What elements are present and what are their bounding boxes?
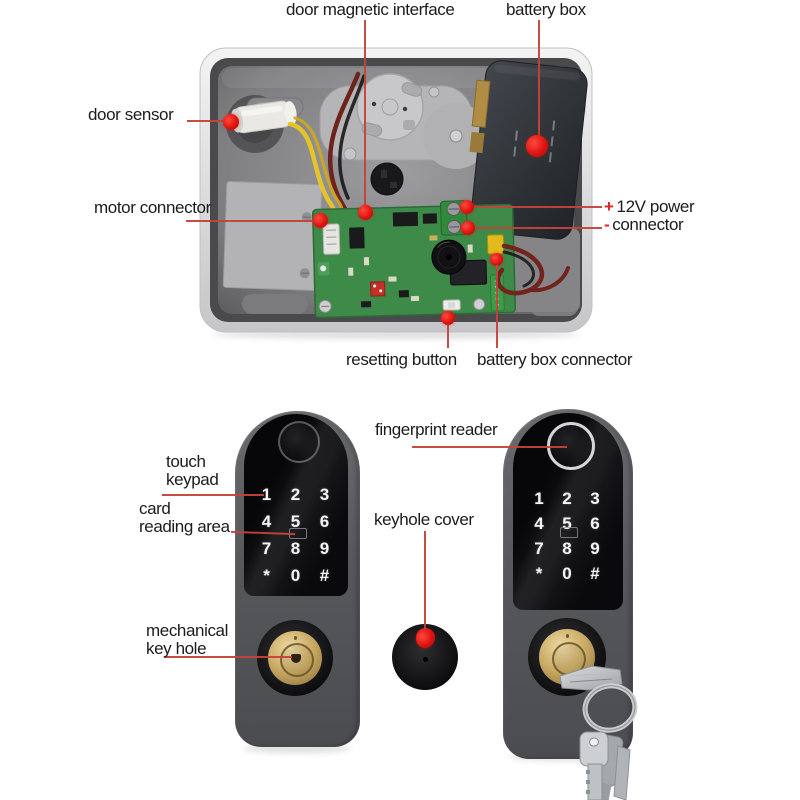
keypad-key: 9 [319, 538, 330, 558]
keypad-key: 1 [261, 484, 272, 504]
label-battery-box-connector: battery box connector [477, 350, 633, 369]
lock-front-panel-left: 1 2 3 4 5 6 7 8 9 * 0 # [235, 411, 360, 747]
motor-bracket-plate [222, 180, 323, 292]
touch-keypad-line2: keypad [166, 470, 219, 489]
keypad-key: 8 [562, 538, 572, 558]
leader-mechanical-key-hole [164, 656, 292, 658]
label-resetting-button: resetting button [346, 350, 457, 369]
label-card-reading-area: card reading area [139, 500, 230, 536]
keypad-key: 5 [290, 511, 301, 531]
keyhole-mark [294, 636, 297, 640]
leader-power-plus [472, 206, 602, 208]
leader-battery-box-connector [496, 265, 498, 348]
lock-interior-photo [199, 47, 593, 333]
hanging-key-blade [613, 745, 631, 800]
keypad-key: 2 [562, 488, 572, 508]
dot-motor-connector [313, 213, 328, 228]
card-reading-line1: card [139, 499, 171, 518]
dot-power-minus [461, 221, 475, 235]
label-fingerprint-reader: fingerprint reader [375, 420, 498, 439]
mechanical-key-hole [268, 631, 322, 685]
keypad-key: 8 [290, 538, 301, 558]
keys-bunch [559, 665, 638, 800]
plus-sign: + [604, 197, 614, 216]
door-sensor-part [230, 100, 297, 134]
case-shadow [212, 330, 580, 339]
power-label-line2: connector [612, 215, 684, 234]
label-door-magnetic-interface: door magnetic interface [286, 0, 455, 19]
leader-door-magnetic [364, 20, 366, 212]
label-door-sensor: door sensor [88, 105, 174, 124]
label-battery-box: battery box [506, 0, 586, 19]
dot-keyhole-cover [416, 630, 434, 648]
dot-door-magnetic [358, 205, 373, 220]
keyway-slot [291, 654, 301, 663]
dot-resetting-button [441, 311, 455, 325]
label-mechanical-key-hole: mechanical key hole [146, 622, 228, 658]
spindle-hole [370, 162, 404, 196]
keypad-key: * [263, 565, 270, 585]
keypad-key: 4 [534, 513, 544, 533]
leader-fingerprint-reader [412, 446, 567, 448]
gear-disc [356, 73, 424, 141]
mechanical-line2: key hole [146, 639, 207, 658]
keypad-key: 9 [590, 538, 600, 558]
keypad-key: 1 [534, 488, 544, 508]
fingerprint-sensor [278, 421, 320, 463]
keypad-key: 7 [534, 538, 544, 558]
keypad-key: 6 [319, 511, 330, 531]
touch-keypad-line1: touch [166, 452, 206, 471]
battery-connector-socket [486, 234, 505, 255]
keyhole-ring [280, 643, 314, 677]
keyhole-mark [566, 634, 569, 638]
leader-door-sensor [187, 120, 225, 122]
keyhole-bezel [257, 620, 333, 696]
buzzer [431, 239, 467, 275]
battery-lead-wires [495, 243, 570, 296]
dot-battery-box [526, 135, 548, 157]
keypad-key: * [535, 563, 543, 583]
keyhole-ring [552, 642, 586, 676]
touch-keypad: 1 2 3 4 5 6 7 8 9 * 0 # [525, 486, 609, 586]
lock-front-panel-right: 1 2 3 4 5 6 7 8 9 * 0 # [503, 409, 633, 759]
hanging-key-front [579, 731, 609, 800]
keypad-key: 7 [261, 538, 272, 558]
keypad-key: 3 [590, 488, 600, 508]
keypad-key: 3 [319, 484, 330, 504]
dot-battery-box-connector [490, 253, 503, 266]
keypad-key: # [319, 565, 330, 585]
leader-resetting-button [447, 325, 449, 348]
label-12v-power-connector: +12V power -connector [604, 197, 695, 234]
keypad-key: 6 [590, 513, 600, 533]
leader-keyhole-cover [424, 531, 426, 629]
touch-glass-panel: 1 2 3 4 5 6 7 8 9 * 0 # [244, 414, 348, 596]
keyhole-cover-center-dot [423, 657, 428, 662]
leader-motor-connector [186, 220, 318, 222]
card-reading-area-icon [560, 527, 578, 538]
card-reading-line2: reading area [139, 517, 230, 536]
touch-glass-panel: 1 2 3 4 5 6 7 8 9 * 0 # [513, 413, 623, 610]
keypad-key: 4 [261, 511, 272, 531]
touch-keypad: 1 2 3 4 5 6 7 8 9 * 0 # [252, 481, 339, 589]
label-touch-keypad: touch keypad [166, 452, 219, 489]
dot-door-sensor [223, 114, 239, 130]
keypad-key: 0 [562, 563, 572, 583]
leader-battery-box [538, 20, 540, 138]
keypad-key: # [590, 563, 600, 583]
mechanical-line1: mechanical [146, 621, 228, 640]
keypad-key: 5 [562, 513, 572, 533]
left-lock-shadow [243, 744, 351, 753]
leader-touch-keypad [162, 494, 264, 496]
label-motor-connector: motor connector [94, 198, 211, 217]
keypad-key: 0 [290, 565, 301, 585]
minus-sign: - [604, 215, 610, 234]
dot-power-plus [460, 200, 474, 214]
power-label-line1: 12V power [616, 197, 695, 216]
leader-power-minus [472, 227, 602, 229]
circuit-board [311, 200, 517, 319]
keypad-key: 2 [290, 484, 301, 504]
label-keyhole-cover: keyhole cover [374, 510, 474, 529]
reset-tact-button [442, 299, 461, 311]
